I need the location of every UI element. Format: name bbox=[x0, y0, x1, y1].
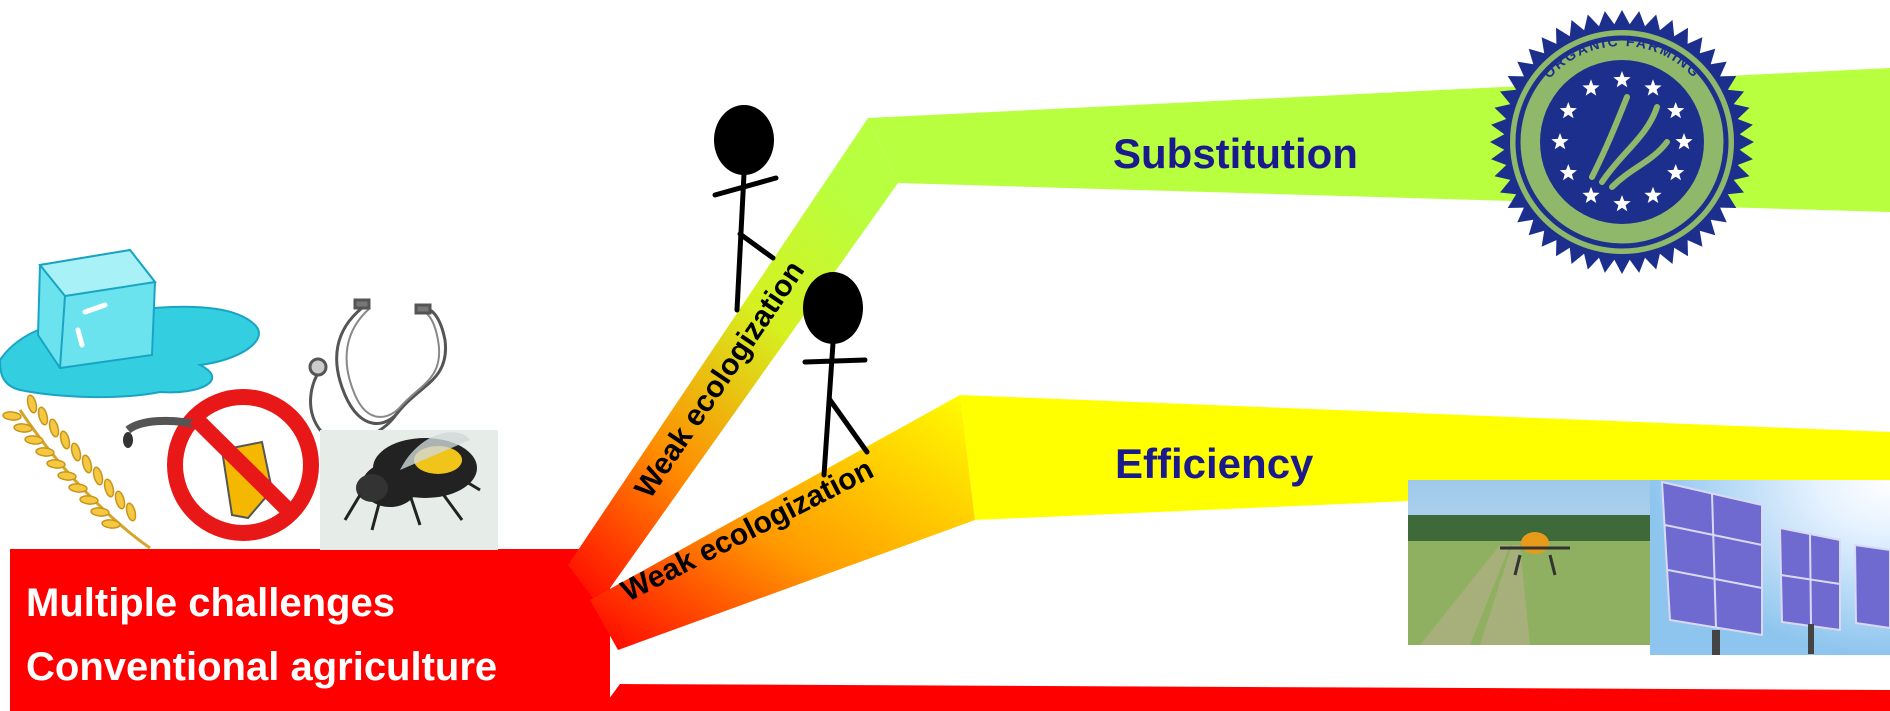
efficiency-rising-band bbox=[590, 395, 975, 650]
wheat-grain bbox=[92, 466, 104, 486]
seal-star-icon bbox=[1644, 79, 1662, 96]
base-label-line1: Multiple challenges bbox=[26, 581, 395, 625]
wheat-grain bbox=[70, 442, 82, 462]
no-fuel-icon bbox=[123, 389, 319, 541]
wheat-grain bbox=[46, 459, 66, 469]
substitution-rising-band bbox=[568, 118, 898, 605]
wheat-grain bbox=[101, 519, 121, 529]
drone-in-field-image bbox=[1408, 480, 1656, 645]
seal-star-icon bbox=[1675, 133, 1693, 150]
wheat-grain bbox=[90, 507, 110, 517]
bumblebee-icon bbox=[320, 430, 498, 550]
stick-figure-upper bbox=[712, 105, 779, 313]
wheat-grain bbox=[79, 495, 99, 505]
wheat-grain bbox=[24, 435, 44, 445]
wheat-grain bbox=[35, 447, 55, 457]
organic-farming-seal-icon: ORGANIC FARMING bbox=[1490, 10, 1754, 274]
efficiency-label: Efficiency bbox=[1115, 440, 1314, 487]
wheat-grain bbox=[48, 418, 60, 438]
wheat-grain bbox=[2, 411, 22, 421]
seal-star-icon bbox=[1667, 164, 1685, 181]
seal-star-icon bbox=[1559, 102, 1577, 119]
wheat-grain bbox=[68, 483, 88, 493]
conventional-band bbox=[600, 684, 1890, 711]
drone-icon bbox=[1500, 532, 1570, 576]
wheat-grain bbox=[103, 478, 115, 498]
seal-star-icon bbox=[1667, 102, 1685, 119]
stethoscope-icon bbox=[308, 298, 448, 442]
seal-star-icon bbox=[1613, 195, 1631, 212]
stick-figure-lower bbox=[802, 272, 870, 478]
wheat-grain bbox=[57, 471, 77, 481]
seal-star-icon bbox=[1644, 186, 1662, 203]
conventional-base-block bbox=[10, 549, 610, 711]
solar-panels-image bbox=[1650, 480, 1890, 655]
wheat-icon bbox=[2, 394, 151, 550]
seal-star-icon bbox=[1582, 186, 1600, 203]
melting-ice-cube-icon bbox=[0, 248, 260, 399]
seal-star-icon bbox=[1613, 71, 1631, 88]
wheat-grain bbox=[81, 454, 93, 474]
wheat-grain bbox=[13, 423, 33, 433]
substitution-label: Substitution bbox=[1113, 130, 1358, 177]
seal-star-icon bbox=[1559, 164, 1577, 181]
wheat-grain bbox=[125, 502, 137, 522]
seal-star-icon bbox=[1551, 133, 1569, 150]
base-label-line2: Conventional agriculture bbox=[26, 645, 497, 689]
seal-star-icon bbox=[1582, 79, 1600, 96]
wheat-grain bbox=[37, 406, 49, 426]
wheat-grain bbox=[114, 490, 126, 510]
wheat-grain bbox=[26, 394, 38, 414]
substitution-transition-label: Weak ecologization bbox=[628, 255, 811, 504]
wheat-grain bbox=[59, 430, 71, 450]
